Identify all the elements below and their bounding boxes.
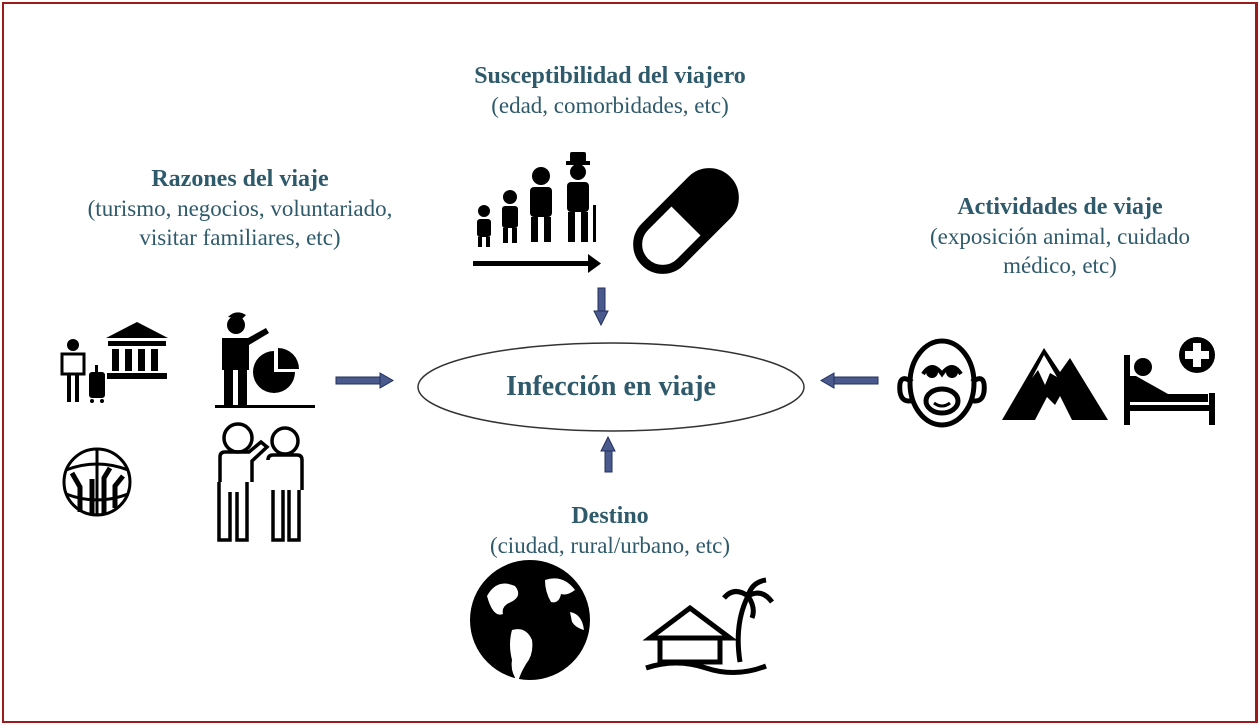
left-line1: (turismo, negocios, voluntariado, [87,196,393,221]
mountain-icon [1002,348,1108,420]
age-progression-icon [473,152,601,273]
bottom-title: Destino [571,503,649,529]
hospital-bed-icon [1124,337,1215,425]
top-subtitle: (edad, comorbidades, etc) [491,93,729,118]
monkey-icon [897,338,987,428]
business-presentation-icon [215,312,315,408]
traveler-luggage-icon [60,339,105,403]
beach-hut-icon [642,577,775,675]
volunteer-hands-icon [62,447,132,517]
top-title: Susceptibilidad del viajero [474,63,746,89]
bank-building-icon [106,322,168,379]
left-title: Razones del viaje [151,166,329,192]
right-title: Actividades de viaje [957,194,1163,220]
arrow-left [335,372,395,389]
left-line2: visitar familiares, etc) [139,225,341,250]
bottom-factor: Destino (ciudad, rural/urbano, etc) [420,502,800,560]
right-line2: médico, etc) [1003,253,1117,278]
right-line1: (exposición animal, cuidado [930,224,1190,249]
arrow-right [819,372,879,389]
center-label: Infección en viaje [506,371,716,402]
globe-icon [470,560,590,682]
pill-capsule-icon [633,168,739,274]
left-factor: Razones del viaje (turismo, negocios, vo… [40,165,440,252]
top-factor: Susceptibilidad del viajero (edad, comor… [420,62,800,120]
family-visit-icon [217,422,304,542]
right-factor: Actividades de viaje (exposición animal,… [880,193,1240,280]
center-ellipse [417,342,805,432]
arrow-bottom [600,435,616,473]
arrow-top [593,287,609,327]
bottom-subtitle: (ciudad, rural/urbano, etc) [489,533,731,558]
